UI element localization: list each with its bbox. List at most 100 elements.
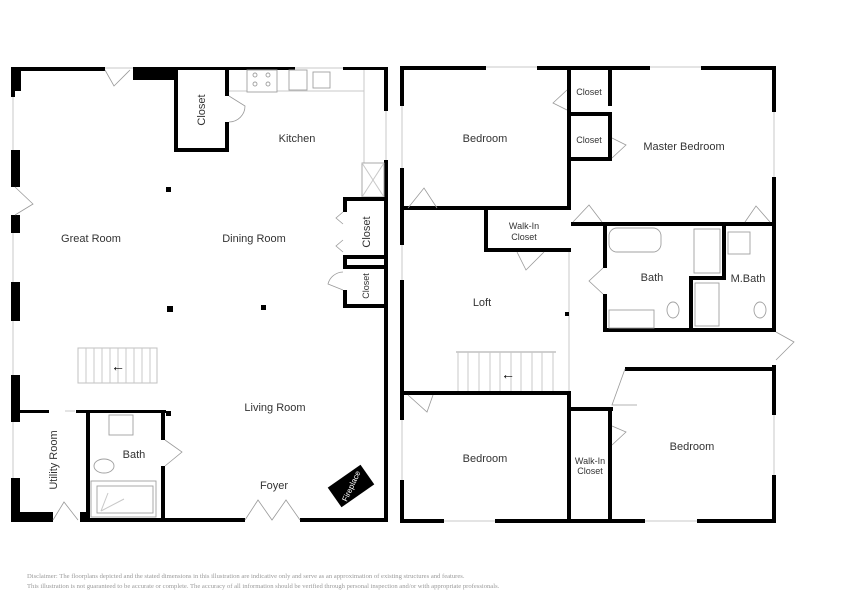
disclaimer-line-1: Disclaimer: The floorplans depicted and … — [27, 573, 465, 580]
wall — [625, 367, 776, 371]
wall — [343, 290, 347, 308]
room-label-walk-in-closet: Walk-In — [509, 221, 539, 231]
room-label-walk-in-closet: Closet — [511, 232, 537, 242]
room-label-master-bedroom: Master Bedroom — [643, 141, 724, 153]
wall — [772, 475, 776, 523]
wall — [86, 410, 90, 522]
wall — [343, 67, 388, 70]
wall — [400, 391, 571, 395]
wall — [343, 255, 347, 267]
toilet-icon — [93, 458, 115, 474]
wall — [225, 70, 229, 96]
wall — [175, 67, 227, 70]
room-label-closet: Closet — [361, 216, 373, 247]
wall — [603, 294, 607, 332]
wall — [689, 276, 726, 280]
stairs: ← — [456, 351, 556, 391]
door — [588, 267, 604, 295]
wall — [567, 157, 612, 161]
wall — [80, 512, 90, 522]
wall — [701, 66, 776, 70]
wall — [227, 67, 295, 70]
wall — [161, 466, 165, 522]
bathtub-icon — [608, 227, 662, 253]
wall — [11, 67, 21, 91]
door — [164, 439, 183, 467]
wall — [567, 66, 571, 210]
door — [407, 187, 438, 209]
door — [335, 211, 344, 225]
room-label-closet: Closet — [576, 135, 602, 145]
wall — [608, 112, 612, 158]
door — [516, 251, 545, 271]
refrigerator-icon — [361, 162, 385, 198]
shower-door — [100, 498, 125, 512]
wall — [11, 512, 53, 522]
room-label-walk-in-closet: Walk-In — [575, 456, 605, 466]
column — [166, 187, 171, 192]
door — [552, 89, 568, 111]
door — [52, 501, 79, 521]
door — [572, 204, 603, 223]
room-label-walk-in-closet: Closet — [577, 466, 603, 476]
wall — [300, 518, 388, 522]
wall — [343, 197, 388, 201]
room-label-foyer: Foyer — [260, 480, 288, 492]
wall — [400, 519, 444, 523]
room-label-bedroom: Bedroom — [463, 453, 508, 465]
room-label-master-bath: M.Bath — [731, 273, 766, 285]
wall — [571, 222, 776, 226]
wall — [697, 519, 776, 523]
burner-icon — [252, 72, 258, 78]
wall — [11, 67, 105, 71]
room-label-dining-room: Dining Room — [222, 233, 286, 245]
shower-icon — [693, 228, 721, 274]
wall — [225, 122, 229, 152]
column — [167, 306, 173, 312]
wall — [608, 407, 612, 523]
stairs-arrow-icon: ← — [501, 366, 515, 382]
disclaimer: Disclaimer: The floorplans depicted and … — [27, 572, 499, 592]
room-label-kitchen: Kitchen — [279, 133, 316, 145]
wall — [772, 66, 776, 112]
door — [775, 331, 795, 361]
room-label-bath: Bath — [641, 272, 664, 284]
dishwasher-icon — [288, 69, 308, 91]
wall — [11, 478, 20, 522]
room-label-utility-room: Utility Room — [48, 430, 60, 489]
wall — [384, 160, 388, 522]
room-label-bath: Bath — [123, 449, 146, 461]
room-label-bedroom: Bedroom — [463, 133, 508, 145]
wall — [11, 375, 20, 422]
door — [335, 239, 344, 253]
burner-icon — [265, 72, 271, 78]
first-floor-plan: ← Fireplace Great Room Dining Room K — [11, 67, 388, 522]
wall — [722, 222, 726, 280]
disclaimer-line-2: This illustration is not guaranteed to b… — [27, 583, 500, 590]
wall — [567, 112, 612, 116]
fireplace: Fireplace — [327, 464, 375, 508]
wall — [603, 222, 607, 268]
wall — [400, 66, 404, 106]
room-label-closet: Closet — [196, 94, 208, 125]
wall — [343, 304, 388, 308]
sink-icon — [108, 414, 134, 436]
wall — [400, 280, 404, 420]
wall — [343, 255, 388, 259]
door — [104, 69, 131, 87]
sink-icon — [312, 71, 331, 89]
room-label-living-room: Living Room — [244, 402, 305, 414]
door — [611, 137, 627, 159]
wall — [343, 265, 388, 269]
door — [327, 271, 344, 291]
wall — [567, 407, 613, 411]
wall — [484, 248, 571, 252]
vanity-icon — [608, 309, 655, 329]
burner-icon — [252, 81, 258, 87]
sink-icon — [727, 231, 751, 255]
column — [565, 312, 569, 316]
room-label-great-room: Great Room — [61, 233, 121, 245]
wall — [772, 365, 776, 415]
door — [14, 186, 34, 216]
